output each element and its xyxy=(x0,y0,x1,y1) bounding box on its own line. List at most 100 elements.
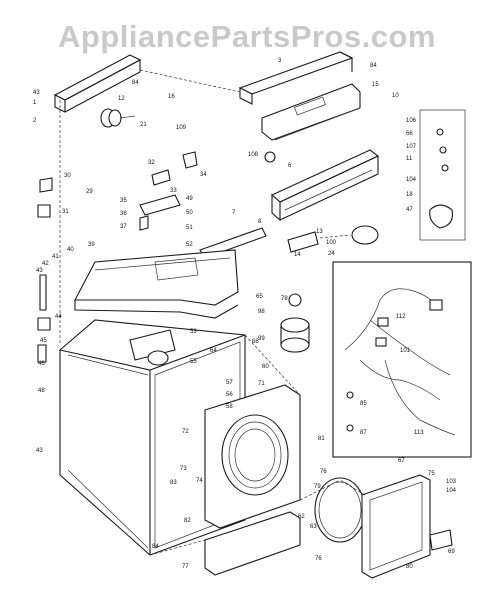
callout-label: 16 xyxy=(168,94,175,100)
left-side-hardware xyxy=(37,274,51,363)
callout-label: 63 xyxy=(310,524,317,530)
callout-label: 10 xyxy=(392,93,399,99)
callout-label: 24 xyxy=(328,251,335,257)
callout-label: 40 xyxy=(67,247,74,253)
callout-label: 101 xyxy=(400,348,411,354)
callout-label: 43 xyxy=(36,448,43,454)
callout-label: 67 xyxy=(398,458,405,464)
callout-label: 104 xyxy=(446,488,457,494)
callout-label: 12 xyxy=(118,96,125,102)
callout-label: 41 xyxy=(52,254,59,260)
kickplate xyxy=(204,511,301,576)
callout-label: 39 xyxy=(88,242,95,248)
callout-label: 3 xyxy=(278,58,282,64)
callout-label: 73 xyxy=(180,466,187,472)
callout-label: 52 xyxy=(186,242,193,248)
callout-label: 56 xyxy=(226,392,233,398)
callout-label: 98 xyxy=(258,309,265,315)
callout-label: 50 xyxy=(186,210,193,216)
callout-label: 72 xyxy=(182,429,189,435)
callout-label: 82 xyxy=(184,518,191,524)
console-clips xyxy=(37,151,276,218)
callout-label: 21 xyxy=(140,122,147,128)
pump-assembly xyxy=(129,329,176,366)
control-panel-front xyxy=(270,149,380,222)
callout-label: 68 xyxy=(252,339,259,345)
callout-label: 55 xyxy=(190,359,197,365)
callout-label: 103 xyxy=(446,479,457,485)
callout-label: 62 xyxy=(298,514,305,520)
callout-labels: 43 1 2 3 84 15 10 12 84 16 21 109 34 108… xyxy=(33,58,457,570)
leader-lines xyxy=(59,69,366,556)
cabinet-top xyxy=(74,249,239,319)
callout-label: 31 xyxy=(62,209,69,215)
cabinet-body xyxy=(59,319,246,556)
callout-label: 34 xyxy=(200,172,207,178)
callout-label: 32 xyxy=(148,160,155,166)
callout-label: 36 xyxy=(120,211,127,217)
callout-label: 113 xyxy=(414,430,424,436)
callout-label: 106 xyxy=(406,118,417,124)
callout-label: 84 xyxy=(152,544,159,550)
callout-label: 45 xyxy=(40,338,47,344)
callout-label: 112 xyxy=(396,314,406,320)
callout-label: 37 xyxy=(120,224,127,230)
callout-label: 108 xyxy=(248,152,259,158)
callout-label: 104 xyxy=(406,177,417,183)
callout-label: 11 xyxy=(406,156,413,162)
callout-label: 18 xyxy=(406,192,413,198)
callout-label: 51 xyxy=(186,225,193,231)
callout-label: 81 xyxy=(318,436,325,442)
callout-label: 85 xyxy=(360,401,367,407)
callout-label: 43 xyxy=(33,90,40,96)
callout-label: 64 xyxy=(210,348,217,354)
console-backguard xyxy=(238,51,361,141)
callout-label: 58 xyxy=(226,404,233,410)
lid-bracket xyxy=(139,194,181,231)
callout-label: 77 xyxy=(182,564,189,570)
top-right-small-parts xyxy=(419,109,466,241)
callout-label: 13 xyxy=(316,229,323,235)
callout-label: 15 xyxy=(372,82,379,88)
callout-label: 46 xyxy=(38,361,45,367)
callout-label: 42 xyxy=(42,261,49,267)
callout-label: 1 xyxy=(33,100,37,106)
callout-label: 65 xyxy=(256,294,263,300)
callout-label: 29 xyxy=(86,189,93,195)
callout-label: 76 xyxy=(320,469,327,475)
callout-label: 60 xyxy=(262,364,269,370)
callout-label: 87 xyxy=(360,430,367,436)
callout-label: 35 xyxy=(120,198,127,204)
callout-label: 74 xyxy=(196,478,203,484)
callout-label: 6 xyxy=(288,163,292,169)
callout-label: 57 xyxy=(226,380,233,386)
callout-label: 84 xyxy=(370,63,377,69)
watermark-text: AppliancePartsPros.com xyxy=(58,19,436,54)
callout-label: 7 xyxy=(232,210,236,216)
callout-label: 78 xyxy=(281,296,288,302)
callout-label: 44 xyxy=(55,314,62,320)
dryer-door xyxy=(361,474,453,579)
callout-label: 71 xyxy=(258,381,265,387)
callout-label: 75 xyxy=(428,471,435,477)
callout-label: 76 xyxy=(315,556,322,562)
callout-label: 99 xyxy=(258,336,265,342)
knob-part xyxy=(100,108,136,128)
callout-label: 14 xyxy=(294,252,301,258)
front-panel xyxy=(204,384,301,529)
callout-label: 49 xyxy=(186,196,193,202)
callout-label: 33 xyxy=(170,188,177,194)
callout-label: 80 xyxy=(406,564,413,570)
callout-label: 84 xyxy=(132,80,139,86)
drum-cylinder xyxy=(280,293,310,353)
callout-label: 109 xyxy=(176,125,187,131)
callout-label: 43 xyxy=(36,268,43,274)
callout-label: 47 xyxy=(406,207,413,213)
callout-label: 8 xyxy=(258,219,262,225)
callout-label: 2 xyxy=(33,118,37,124)
callout-label: 100 xyxy=(326,240,337,246)
callout-label: 48 xyxy=(38,388,45,394)
callout-label: 107 xyxy=(406,144,417,150)
callout-label: 83 xyxy=(170,480,177,486)
